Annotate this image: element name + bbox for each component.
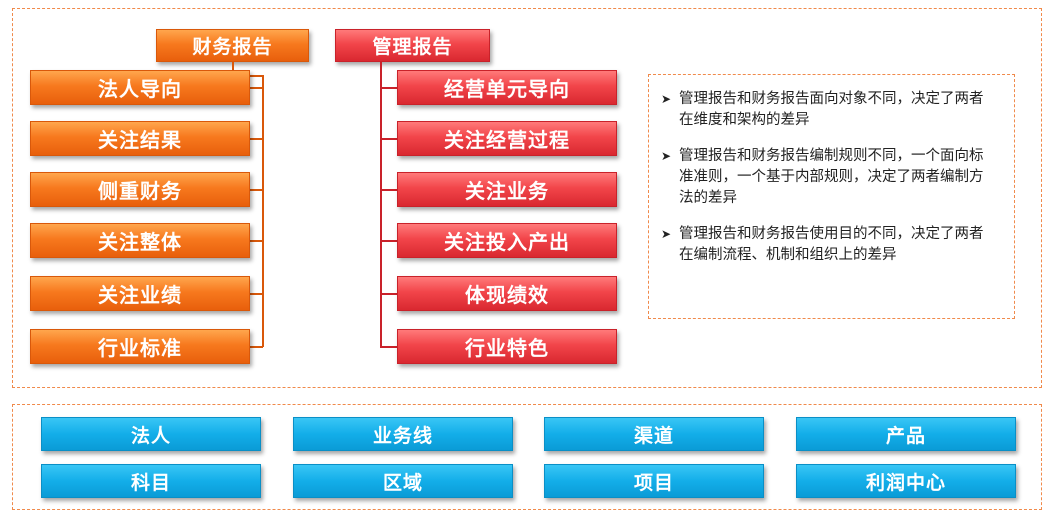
dimension-region: 区域: [293, 464, 513, 498]
financial-connector-branch: [250, 87, 263, 89]
note-text: 管理报告和财务报告面向对象不同，决定了两者在维度和架构的差异: [679, 91, 984, 128]
note-item: ➤ 管理报告和财务报告面向对象不同，决定了两者在维度和架构的差异: [661, 89, 996, 131]
arrow-bullet-icon: ➤: [661, 227, 672, 241]
dimension-business-line: 业务线: [293, 417, 513, 451]
management-item-input-output: 关注投入产出: [397, 223, 617, 258]
management-item-industry: 行业特色: [397, 329, 617, 364]
dimension-account: 科目: [41, 464, 261, 498]
note-item: ➤ 管理报告和财务报告编制规则不同，一个面向标准准则，一个基于内部规则，决定了两…: [661, 146, 996, 209]
arrow-bullet-icon: ➤: [661, 149, 672, 163]
management-connector-branch: [380, 240, 397, 242]
management-report-header: 管理报告: [335, 29, 490, 62]
dimension-product: 产品: [796, 417, 1016, 451]
financial-connector-drop: [232, 62, 234, 76]
arrow-bullet-icon: ➤: [661, 92, 672, 106]
management-connector-branch: [380, 138, 397, 140]
dimension-channel: 渠道: [544, 417, 764, 451]
dimension-profit-center: 利润中心: [796, 464, 1016, 498]
financial-connector-trunk: [262, 75, 264, 347]
financial-connector-branch: [250, 240, 263, 242]
note-text: 管理报告和财务报告编制规则不同，一个面向标准准则，一个基于内部规则，决定了两者编…: [679, 148, 984, 206]
comparison-notes-panel: ➤ 管理报告和财务报告面向对象不同，决定了两者在维度和架构的差异 ➤ 管理报告和…: [648, 74, 1015, 319]
management-item-performance: 体现绩效: [397, 276, 617, 311]
management-connector-trunk: [380, 62, 382, 347]
dimension-legal-entity: 法人: [41, 417, 261, 451]
management-connector-branch: [380, 293, 397, 295]
note-item: ➤ 管理报告和财务报告使用目的不同，决定了两者在编制流程、机制和组织上的差异: [661, 224, 996, 266]
management-item-business-unit: 经营单元导向: [397, 70, 617, 105]
financial-connector-branch: [250, 189, 263, 191]
financial-item-finance: 侧重财务: [30, 172, 250, 207]
management-connector-branch: [380, 189, 397, 191]
financial-item-legal-entity: 法人导向: [30, 70, 250, 105]
management-connector-branch: [380, 87, 397, 89]
financial-item-standard: 行业标准: [30, 329, 250, 364]
financial-report-header: 财务报告: [156, 29, 309, 62]
management-connector-branch: [380, 346, 397, 348]
financial-item-results: 关注结果: [30, 121, 250, 156]
financial-connector-branch: [250, 346, 263, 348]
note-text: 管理报告和财务报告使用目的不同，决定了两者在编制流程、机制和组织上的差异: [679, 226, 984, 263]
financial-connector-branch: [250, 138, 263, 140]
financial-connector-branch: [250, 293, 263, 295]
financial-item-whole: 关注整体: [30, 223, 250, 258]
dimension-project: 项目: [544, 464, 764, 498]
top-dashed-frame: [12, 8, 1042, 388]
financial-item-performance: 关注业绩: [30, 276, 250, 311]
management-item-business: 关注业务: [397, 172, 617, 207]
bottom-dashed-frame: [12, 404, 1042, 510]
management-item-process: 关注经营过程: [397, 121, 617, 156]
